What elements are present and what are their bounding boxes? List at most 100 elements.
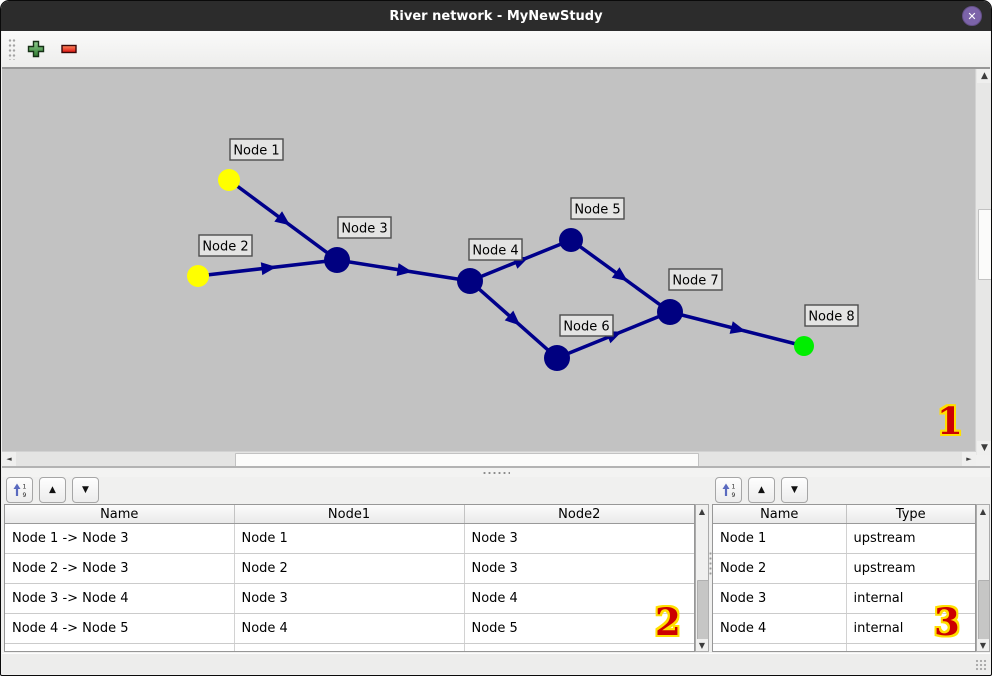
node-label-box[interactable] bbox=[229, 138, 284, 161]
titlebar[interactable]: River network - MyNewStudy ✕ bbox=[1, 1, 991, 31]
table-cell[interactable]: upstream bbox=[846, 523, 975, 554]
table-cell[interactable]: Node 4 bbox=[234, 613, 465, 644]
scroll-up-button[interactable]: ▲ bbox=[696, 505, 708, 517]
panel-splitter[interactable] bbox=[2, 466, 990, 477]
graph-node-node-3[interactable] bbox=[324, 247, 350, 273]
table-cell[interactable]: Node 1 bbox=[234, 523, 465, 554]
window-title: River network - MyNewStudy bbox=[389, 8, 603, 24]
table-cell[interactable]: Node 1 bbox=[713, 523, 847, 554]
graph-node-node-7[interactable] bbox=[657, 299, 683, 325]
scroll-down-button[interactable]: ▼ bbox=[977, 639, 989, 651]
column-header-type[interactable]: Type bbox=[846, 505, 975, 524]
scroll-up-button[interactable]: ▲ bbox=[977, 505, 989, 517]
column-header-name[interactable]: Name bbox=[713, 505, 847, 524]
tables-splitter-grip-icon[interactable] bbox=[708, 551, 713, 577]
scroll-up-icon: ▲ bbox=[979, 506, 987, 516]
graph-node-node-1[interactable] bbox=[218, 169, 240, 191]
column-header-node2[interactable]: Node2 bbox=[464, 505, 694, 524]
remove-node-button[interactable] bbox=[56, 36, 82, 62]
table-cell[interactable]: Node 3 bbox=[464, 523, 694, 554]
table-cell[interactable]: upstream bbox=[846, 553, 975, 584]
scroll-down-button[interactable]: ▼ bbox=[696, 639, 708, 651]
add-node-button[interactable] bbox=[23, 36, 49, 62]
table-cell[interactable]: Node 4 bbox=[464, 583, 694, 614]
scroll-thumb[interactable] bbox=[697, 580, 709, 640]
node-label-box[interactable] bbox=[468, 238, 523, 261]
vertical-scroll-thumb[interactable] bbox=[978, 209, 991, 280]
minus-icon bbox=[61, 44, 77, 54]
resize-grip-icon[interactable] bbox=[975, 659, 987, 671]
node-label: Node 7 bbox=[672, 274, 718, 289]
sort-button[interactable]: 1 9 bbox=[6, 477, 33, 503]
table-cell[interactable]: Node 4 -> Node 5 bbox=[5, 613, 235, 644]
table-cell[interactable]: Node 3 bbox=[234, 583, 465, 614]
move-up-button[interactable]: ▲ bbox=[748, 477, 775, 503]
node-label-box[interactable] bbox=[198, 234, 253, 257]
move-up-button[interactable]: ▲ bbox=[39, 477, 66, 503]
table-cell[interactable]: Node 5 bbox=[464, 613, 694, 644]
canvas-horizontal-scrollbar[interactable]: ◄ ► bbox=[2, 451, 976, 467]
toolbar-grip-icon[interactable] bbox=[8, 38, 16, 60]
move-down-button[interactable]: ▼ bbox=[72, 477, 99, 503]
table-cell bbox=[234, 643, 465, 651]
graph-node-node-8[interactable] bbox=[794, 336, 814, 356]
node-table-scrollbar[interactable]: ▲ ▼ bbox=[976, 504, 990, 652]
edge-arrow-icon bbox=[260, 262, 277, 276]
scroll-down-button[interactable]: ▼ bbox=[977, 441, 991, 455]
edge-table-scrollbar[interactable]: ▲ ▼ bbox=[695, 504, 709, 652]
table-cell[interactable]: Node 4 bbox=[713, 613, 847, 644]
scroll-left-icon: ◄ bbox=[6, 455, 12, 463]
scroll-up-icon: ▲ bbox=[698, 506, 706, 516]
table-cell[interactable]: Node 3 -> Node 4 bbox=[5, 583, 235, 614]
toolbar-separator bbox=[2, 67, 990, 69]
table-cell[interactable]: Node 1 -> Node 3 bbox=[5, 523, 235, 554]
scroll-right-button[interactable]: ► bbox=[962, 452, 976, 466]
node-label-box[interactable] bbox=[668, 268, 723, 291]
graph-node-node-6[interactable] bbox=[544, 345, 570, 371]
graph-node-node-5[interactable] bbox=[559, 228, 583, 252]
move-down-button[interactable]: ▼ bbox=[781, 477, 808, 503]
sort-button[interactable]: 1 9 bbox=[715, 477, 742, 503]
horizontal-scroll-thumb[interactable] bbox=[235, 453, 699, 467]
node-label-box[interactable] bbox=[570, 197, 625, 220]
scroll-up-icon: ▲ bbox=[981, 71, 988, 81]
node-label-box[interactable] bbox=[559, 314, 614, 337]
node-label-box[interactable] bbox=[337, 216, 392, 239]
status-strip bbox=[2, 653, 990, 674]
svg-text:9: 9 bbox=[731, 492, 735, 498]
table-cell[interactable]: Node 2 -> Node 3 bbox=[5, 553, 235, 584]
column-header-name[interactable]: Name bbox=[5, 505, 235, 524]
column-header-node1[interactable]: Node1 bbox=[234, 505, 465, 524]
node-label: Node 1 bbox=[233, 144, 279, 159]
table-cell[interactable]: Node 2 bbox=[234, 553, 465, 584]
graph-node-node-4[interactable] bbox=[457, 268, 483, 294]
sort-ascending-icon: 1 9 bbox=[722, 483, 735, 498]
canvas-vertical-scrollbar[interactable]: ▲ ▼ bbox=[975, 69, 991, 455]
annotation-1: 1 bbox=[937, 399, 963, 443]
scroll-left-button[interactable]: ◄ bbox=[2, 452, 16, 466]
table-cell[interactable]: Node 3 bbox=[464, 553, 694, 584]
table-cell[interactable]: internal bbox=[846, 583, 975, 614]
node-label-box[interactable] bbox=[804, 304, 859, 327]
scroll-thumb[interactable] bbox=[978, 580, 990, 640]
graph-node-node-2[interactable] bbox=[187, 265, 209, 287]
close-button[interactable]: ✕ bbox=[962, 6, 982, 26]
edge-arrow-icon bbox=[504, 310, 521, 326]
table-cell[interactable]: Node 2 bbox=[713, 553, 847, 584]
plus-icon bbox=[27, 40, 45, 58]
table-cell[interactable]: Node 3 bbox=[713, 583, 847, 614]
svg-text:9: 9 bbox=[22, 492, 26, 498]
sort-ascending-icon: 1 9 bbox=[13, 483, 26, 498]
scroll-up-button[interactable]: ▲ bbox=[977, 69, 991, 83]
table-cell[interactable]: internal bbox=[846, 613, 975, 644]
move-down-icon: ▼ bbox=[82, 485, 89, 495]
